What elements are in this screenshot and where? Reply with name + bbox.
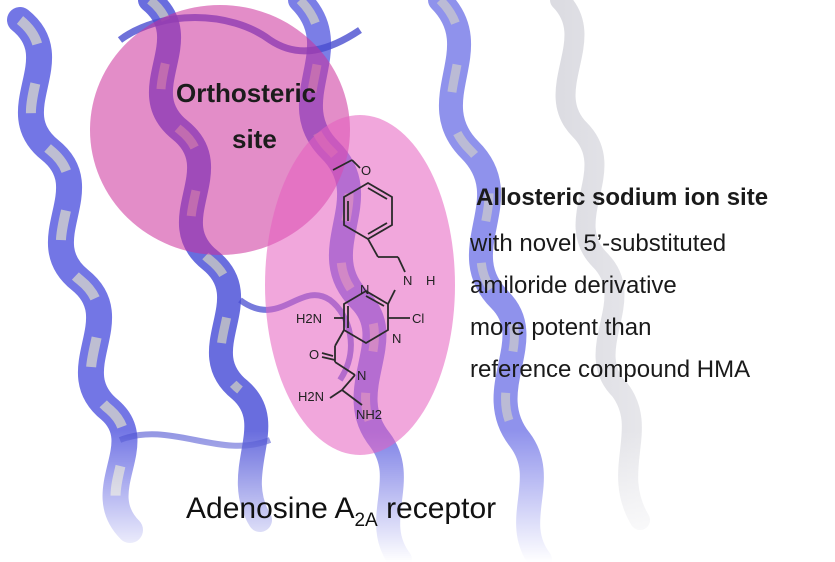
atom-chlorine: Cl bbox=[412, 311, 425, 326]
orthosteric-label-line-2: site bbox=[232, 124, 277, 154]
allosteric-site-region bbox=[265, 115, 455, 455]
allosteric-description-line-2: amiloride derivative bbox=[470, 272, 677, 299]
atom-guanidine-amine-left: H2N bbox=[298, 389, 325, 404]
atom-amino-group: H2N bbox=[296, 311, 323, 326]
atom-ether-oxygen: O bbox=[361, 163, 372, 178]
atom-imine-nitrogen: N bbox=[357, 368, 367, 383]
bottom-fade bbox=[0, 430, 835, 562]
figure-caption: Adenosine A2A receptor bbox=[186, 492, 497, 531]
allosteric-description-line-1: with novel 5’-substituted bbox=[470, 230, 727, 257]
atom-amine-hydrogen: H bbox=[426, 273, 436, 288]
atom-amine-nitrogen: N bbox=[403, 273, 413, 288]
atom-carbonyl-oxygen: O bbox=[309, 347, 320, 362]
allosteric-title: Allosteric sodium ion site bbox=[476, 184, 769, 211]
atom-ring-nitrogen-top: N bbox=[360, 282, 370, 297]
amiloride-derivative-structure bbox=[321, 159, 410, 406]
allosteric-description-line-3: more potent than bbox=[470, 314, 652, 341]
atom-ring-nitrogen-bottom: N bbox=[392, 331, 402, 346]
caption-suffix: receptor bbox=[377, 492, 497, 525]
caption-main: Adenosine A bbox=[186, 492, 355, 525]
atom-guanidine-amine-right: NH2 bbox=[356, 407, 383, 422]
caption-subscript: 2A bbox=[354, 510, 378, 531]
orthosteric-label-line-1: Orthosteric bbox=[176, 78, 317, 108]
allosteric-description-line-4: reference compound HMA bbox=[470, 356, 751, 383]
